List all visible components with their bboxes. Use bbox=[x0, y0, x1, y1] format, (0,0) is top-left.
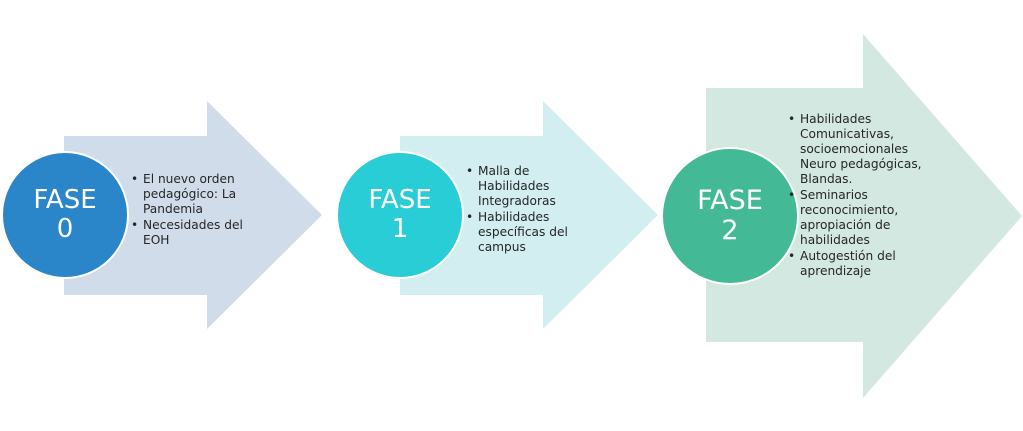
bullet-item: Autogestión del aprendizaje bbox=[788, 249, 938, 279]
phase-0-label: FASE bbox=[33, 184, 97, 215]
phase-0-circle: FASE 0 bbox=[1, 151, 129, 279]
phase-1-circle: FASE 1 bbox=[336, 151, 464, 279]
bullet-item: Habilidades Comunicativas, socioemociona… bbox=[788, 112, 938, 187]
bullet-item: Seminarios reconocimiento, apropiación d… bbox=[788, 188, 938, 248]
bullet-item: Habilidades específicas del campus bbox=[466, 210, 596, 255]
phase-0-number: 0 bbox=[56, 214, 74, 244]
phase-2-label: FASE bbox=[697, 184, 763, 216]
bullet-item: Necesidades del EOH bbox=[131, 218, 261, 248]
phase-1-number: 1 bbox=[391, 214, 409, 244]
phase-1-bullets: Malla de Habilidades Integradoras Habili… bbox=[466, 164, 596, 256]
bullet-item: El nuevo orden pedagógico: La Pandemia bbox=[131, 172, 261, 217]
phase-1-label: FASE bbox=[368, 184, 432, 215]
bullet-item: Malla de Habilidades Integradoras bbox=[466, 164, 596, 209]
phase-2-bullets: Habilidades Comunicativas, socioemociona… bbox=[788, 112, 938, 280]
phase-2-number: 2 bbox=[721, 215, 739, 246]
phase-2-circle: FASE 2 bbox=[661, 147, 799, 285]
phase-0-bullets: El nuevo orden pedagógico: La Pandemia N… bbox=[131, 172, 261, 249]
